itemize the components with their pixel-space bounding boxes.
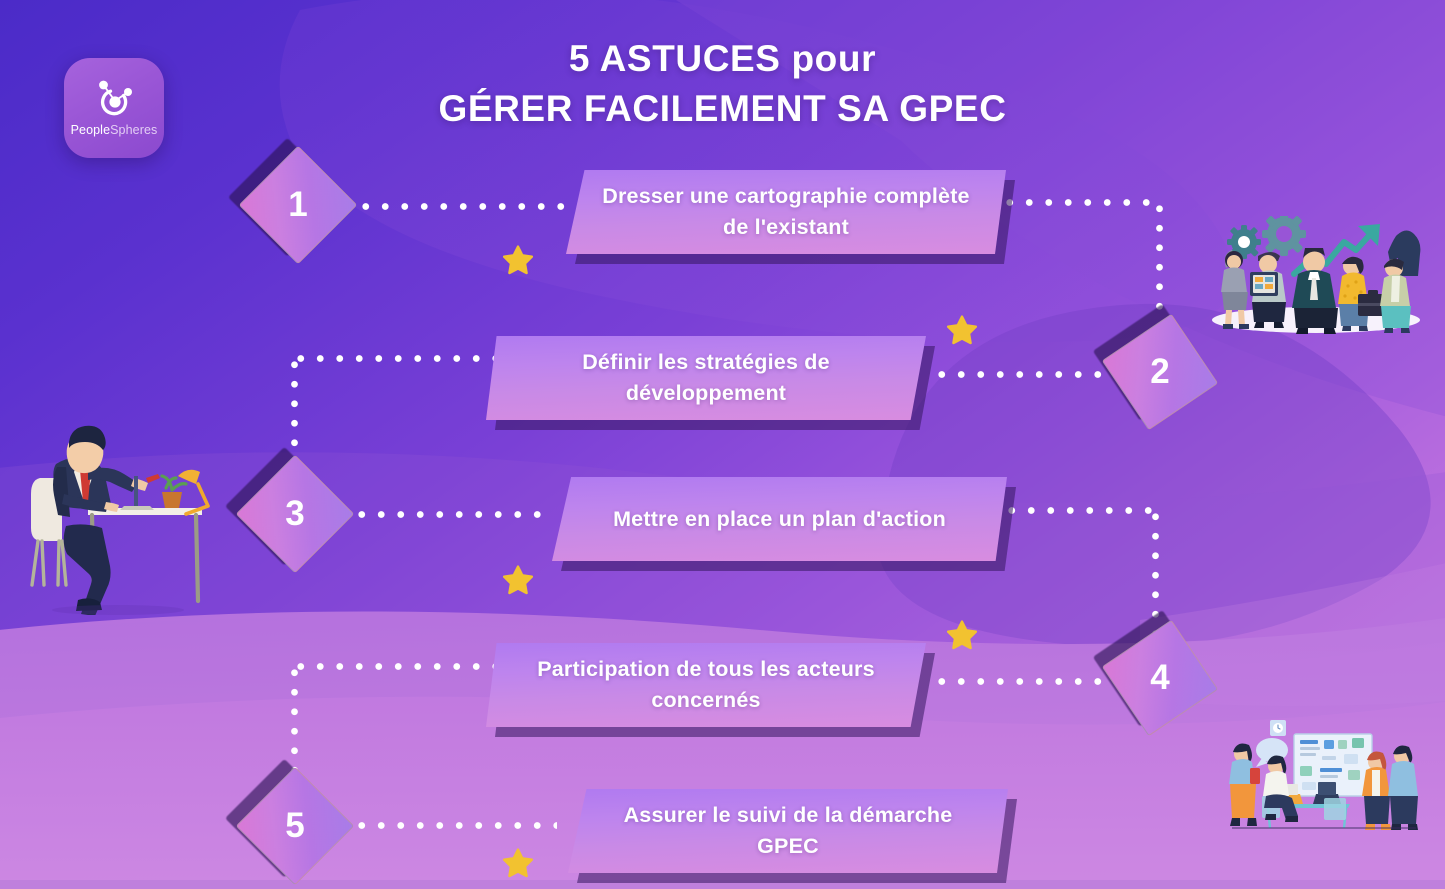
star-icon [503,245,533,275]
brand-name-part1: People [70,123,111,137]
dotted-connector-banner1-right [1000,199,1160,206]
star-icon [503,565,533,595]
dotted-connector-5-to-banner5 [352,822,557,829]
banner-face [486,643,926,727]
step-text-5: Assurer le suivi de la démarche GPEC [623,803,953,858]
step-banner-5[interactable]: Assurer le suivi de la démarche GPEC [568,789,1017,883]
dotted-connector-banner2-left [291,355,506,362]
peoplespheres-sphere-icon [91,79,137,119]
step-banner-1[interactable]: Dresser une cartographie complète de l'e… [566,170,1015,264]
step-text-4: Participation de tous les acteurs concer… [537,657,875,712]
brand-name: PeopleSpheres [71,123,158,137]
brand-name-part2: Spheres [110,123,158,137]
star-icon [947,620,977,650]
step-number-1: 1 [288,185,308,224]
page-title: 5 ASTUCES pour GÉRER FACILEMENT SA GPEC [0,34,1445,133]
dotted-connector-down-to-5 [291,663,298,823]
step-text-3: Mettre en place un plan d'action [613,506,946,531]
banner-face [552,477,1007,561]
banner-face [486,336,926,420]
dotted-connector-banner3-right [1002,507,1157,514]
dotted-connector-banner4-left [291,663,506,670]
step-banner-4[interactable]: Participation de tous les acteurs concer… [486,643,935,737]
step-number-4: 4 [1150,658,1170,697]
step-banner-3[interactable]: Mettre en place un plan d'action [552,477,1016,571]
team-celebrating-growth-illustration [1198,216,1430,338]
dotted-connector-down-to-2 [1156,199,1163,359]
dotted-connector-4-to-banner4 [932,678,1122,685]
banner-face [566,170,1006,254]
step-text-1: Dresser une cartographie complète de l'e… [602,184,970,239]
dotted-connector-1-to-banner1 [356,203,566,210]
star-icon [503,848,533,878]
brand-logo[interactable]: PeopleSpheres [64,58,164,158]
step-banner-2[interactable]: Définir les stratégies de développement [486,336,935,430]
step-text-2: Définir les stratégies de développement [582,350,830,405]
star-icon [947,315,977,345]
step-number-badge-4[interactable]: 4 [1092,610,1219,737]
team-meeting-whiteboard-illustration [1204,718,1426,834]
step-number-2: 2 [1150,352,1170,391]
step-number-badge-3[interactable]: 3 [224,446,355,574]
title-line-2: GÉRER FACILEMENT SA GPEC [438,87,1007,129]
step-number-3: 3 [285,494,305,533]
businessman-at-desk-illustration [26,420,216,615]
banner-face [568,789,1008,873]
dotted-connector-2-to-banner2 [932,371,1120,378]
dotted-connector-down-to-4 [1152,507,1159,667]
step-number-badge-1[interactable]: 1 [227,137,358,265]
dotted-connector-down-to-3 [291,355,298,513]
dotted-connector-3-to-banner3 [352,511,552,518]
title-line-1: 5 ASTUCES pour [568,38,877,79]
step-number-badge-5[interactable]: 5 [224,758,355,886]
step-number-5: 5 [285,806,305,845]
